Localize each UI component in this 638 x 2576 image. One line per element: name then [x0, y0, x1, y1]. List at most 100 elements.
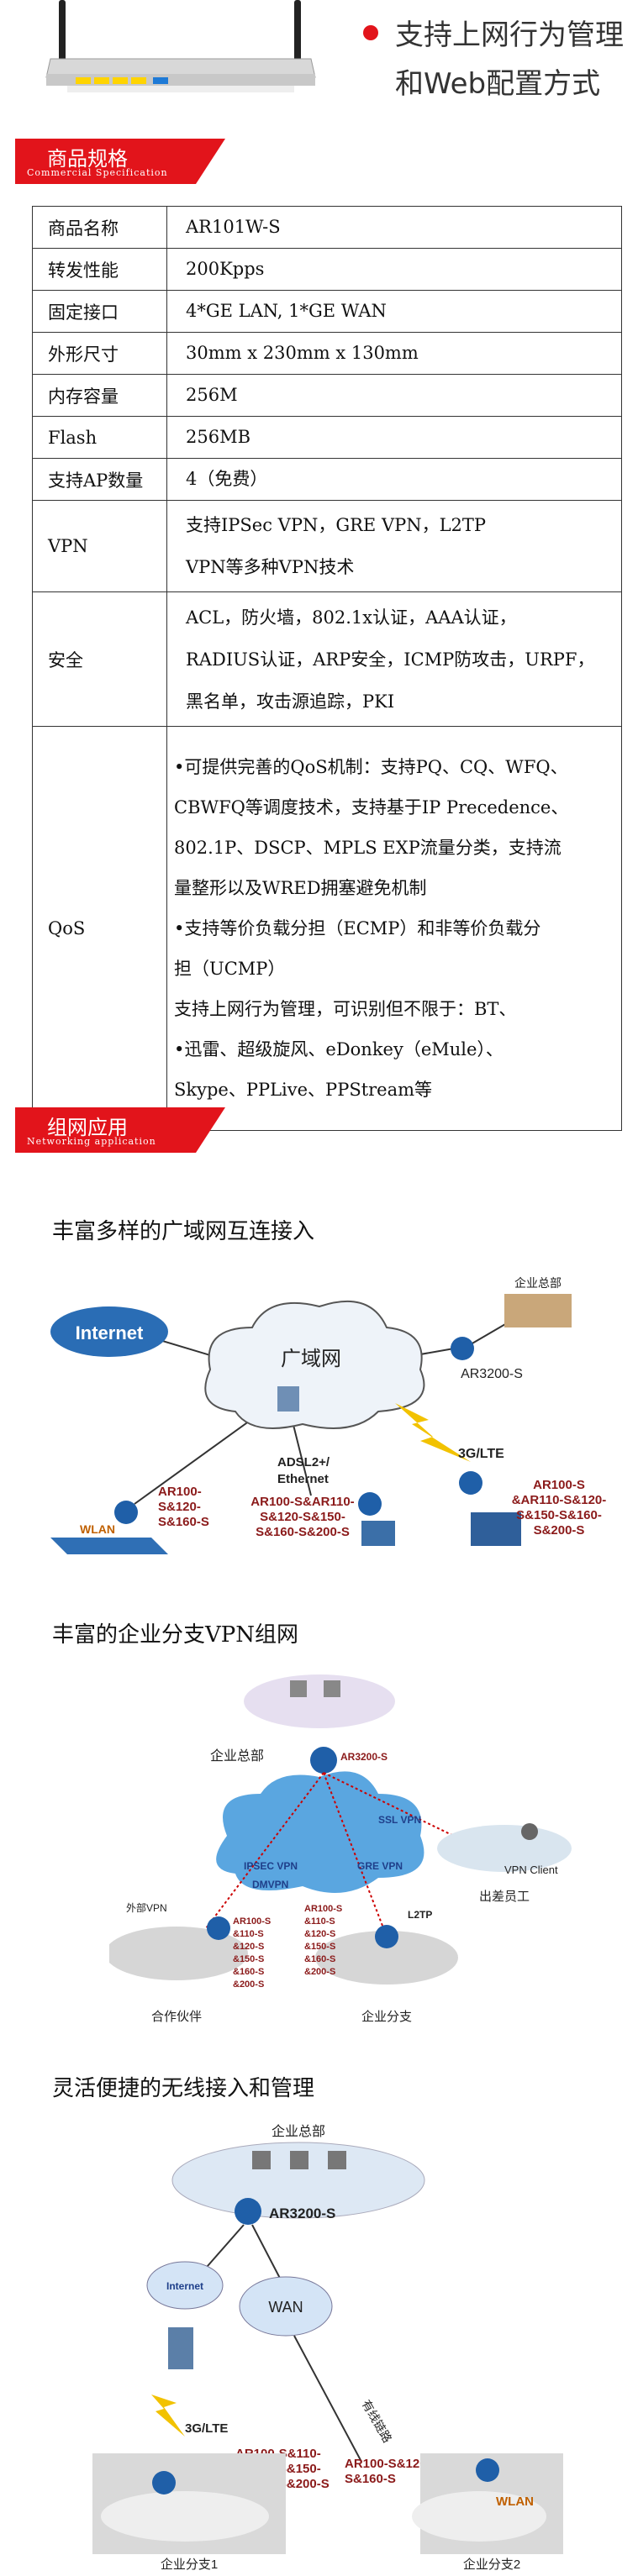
branch-models-2: &110-S	[304, 1916, 335, 1927]
spec-row: 商品名称 AR101W-S	[32, 206, 622, 249]
ethernet-label: Ethernet	[277, 1472, 329, 1486]
wan-cloud-small	[239, 2276, 333, 2337]
spec-value: •可提供完善的QoS机制：支持PQ、CQ、WFQ、 CBWFQ等调度技术，支持基于…	[166, 726, 622, 1131]
spec-key: 外形尺寸	[32, 332, 167, 375]
spec-value-line: 802.1P、DSCP、MPLS EXP流量分类，支持流	[174, 838, 562, 858]
partner-models-3: &120-S	[233, 1942, 264, 1952]
branch2-router-icon	[476, 2458, 499, 2482]
hq-label: 企业总部	[514, 1276, 562, 1290]
spec-value: ACL，防火墙，802.1x认证，AAA认证，RADIUS认证，ARP安全，IC…	[166, 591, 622, 727]
internet-cloud-small	[146, 2261, 224, 2310]
hq-pc-icon-2	[324, 1680, 340, 1697]
lightning-icon	[395, 1403, 471, 1462]
wlan-ar3200-label: AR3200-S	[269, 2205, 335, 2221]
partner-models-4: &150-S	[233, 1954, 264, 1964]
hq-server-icon-3	[328, 2151, 346, 2169]
hero-line-1: 支持上网行为管理	[395, 18, 624, 52]
partner-router-icon	[207, 1916, 230, 1940]
spec-value-line: RADIUS认证，ARP安全，ICMP防攻击，URPF，	[186, 649, 595, 670]
hq-building-icon	[504, 1294, 572, 1327]
hq-platform	[244, 1674, 395, 1728]
hq-pc-icon	[290, 1680, 307, 1697]
vpn-diagram: 企业总部 AR3200-S SSL VPN IPSEC VPN GRE VPN …	[109, 1674, 572, 2024]
mid-model-3: S&160-S&200-S	[256, 1525, 350, 1539]
spec-value-line: 256MB	[186, 427, 251, 447]
spec-banner-subtitle: Commercial Specification	[27, 167, 168, 178]
spec-value: 200Kpps	[166, 248, 622, 291]
adsl-label: ADSL2+/	[277, 1455, 330, 1469]
right-model-2: &AR110-S&120-	[512, 1493, 607, 1507]
internet-cloud	[50, 1306, 168, 1357]
hero-line-2: 和Web配置方式	[395, 67, 601, 101]
branch-models-4: &150-S	[304, 1942, 335, 1952]
mid-building-icon	[361, 1521, 395, 1546]
left-router-icon	[114, 1501, 138, 1524]
spec-value-line: 4*GE LAN, 1*GE WAN	[186, 301, 387, 321]
branch1-label: 企业分支1	[161, 2557, 218, 2571]
right-model-1: AR100-S	[533, 1478, 585, 1492]
wan-diagram: Internet 广域网 企业总部 AR3200-S 3G/LTE ADSL2+…	[50, 1276, 607, 1554]
right-router-icon	[459, 1471, 482, 1495]
spec-value-line: AR101W-S	[186, 217, 281, 237]
network-section-banner: 组网应用 Networking application	[15, 1107, 225, 1153]
spec-key: 支持AP数量	[32, 458, 167, 501]
lte-label: 3G/LTE	[458, 1447, 504, 1461]
router-product-image	[45, 0, 316, 92]
spec-key: 固定接口	[32, 290, 167, 333]
travel-label: 出差员工	[479, 1890, 530, 1904]
spec-value-line: 担（UCMP）	[174, 959, 286, 979]
dmvpn-label: DMVPN	[252, 1879, 288, 1890]
branch2-platform	[412, 2491, 546, 2542]
right-house-icon	[471, 1512, 521, 1546]
left-model-1: AR100-	[158, 1485, 202, 1499]
spec-key: VPN	[32, 500, 167, 592]
right-model-3: S&150-S&160-	[516, 1508, 602, 1522]
hq-router-icon	[235, 2198, 261, 2225]
gre-vpn-label: GRE VPN	[357, 1860, 403, 1872]
left-floor	[50, 1538, 168, 1554]
hq-server-icon-2	[290, 2151, 308, 2169]
tower-icon	[168, 2327, 193, 2369]
vpn-ar3200-label: AR3200-S	[340, 1751, 388, 1763]
ipsec-vpn-label: IPSEC VPN	[244, 1860, 298, 1872]
l2tp-label: L2TP	[408, 1909, 432, 1921]
spec-key: 商品名称	[32, 206, 167, 249]
wlan-diagram: 企业总部 AR3200-S Internet WAN 3G/LTE 有线链路 A…	[92, 2124, 563, 2571]
partner-models: AR100-S	[233, 1916, 271, 1927]
wan-cloud	[204, 1300, 425, 1429]
branch-router-icon	[375, 1925, 398, 1948]
spec-value-line: •可提供完善的QoS机制：支持PQ、CQ、WFQ、	[174, 757, 568, 777]
ssl-vpn-label: SSL VPN	[378, 1814, 421, 1826]
wired-link-label: 有线链路	[359, 2398, 394, 2445]
hq-router-icon	[310, 1747, 337, 1774]
firewall-icon	[277, 1386, 299, 1412]
vpn-client-label: VPN Client	[504, 1864, 558, 1876]
partner-models-2: &110-S	[233, 1929, 264, 1939]
wlan-right-models-2: S&160-S	[345, 2472, 396, 2486]
branch2-label: 企业分支2	[463, 2557, 520, 2571]
wlan-hq-label: 企业总部	[272, 2124, 325, 2139]
hq-server-icon	[252, 2151, 271, 2169]
spec-value-line: Skype、PPLive、PPStream等	[174, 1080, 433, 1100]
spec-key: Flash	[32, 416, 167, 459]
vpn-section-title: 丰富的企业分支VPN组网	[52, 1622, 299, 1648]
spec-value-line: •迅雷、超级旋风、eDonkey（eMule）、	[174, 1039, 504, 1059]
wlan-section-title: 灵活便捷的无线接入和管理	[52, 2076, 315, 2101]
left-model-2: S&120-	[158, 1500, 201, 1514]
spec-key: 安全	[32, 591, 167, 727]
spec-value-line: 256M	[186, 385, 238, 405]
left-model-3: S&160-S	[158, 1515, 209, 1529]
spec-value-line: 30mm x 230mm x 130mm	[186, 343, 419, 363]
spec-value-line: CBWFQ等调度技术，支持基于IP Precedence、	[174, 797, 569, 817]
network-banner-title: 组网应用	[47, 1116, 128, 1139]
network-banner-subtitle: Networking application	[27, 1136, 156, 1147]
vpn-hq-label: 企业总部	[210, 1748, 264, 1764]
spec-row: 外形尺寸 30mm x 230mm x 130mm	[32, 332, 622, 375]
spec-value-line: 量整形以及WRED拥塞避免机制	[174, 878, 427, 898]
spec-row: 固定接口 4*GE LAN, 1*GE WAN	[32, 290, 622, 333]
